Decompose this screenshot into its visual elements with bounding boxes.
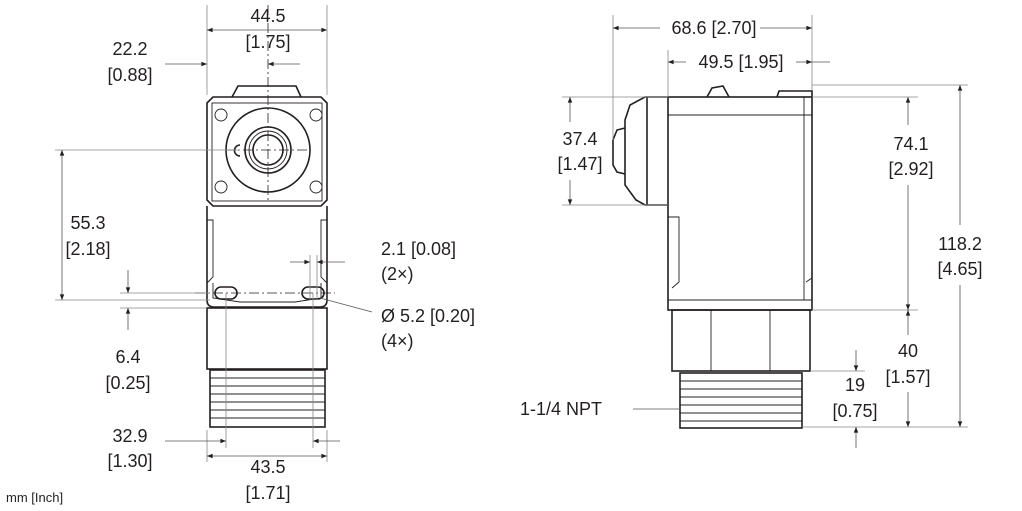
lens [612, 96, 668, 206]
units-note: mm [Inch] [6, 490, 63, 505]
front-dimensions: 44.5 [1.75] 22.2 [0.88] 55.3 [2.18] 6.4 … [55, 5, 475, 503]
dim-connector-height-inch: [2.18] [65, 239, 110, 259]
dim-height-total-inch: [4.65] [937, 259, 982, 279]
dim-hole-qty: (4×) [381, 331, 414, 351]
dim-base-width-inch: [1.71] [245, 483, 290, 503]
dim-hole-spacing-inch: [1.30] [107, 451, 152, 471]
thread [209, 369, 326, 428]
dim-hole-height-mm: 6.4 [115, 347, 140, 367]
dim-height-total-mm: 118.2 [938, 234, 982, 254]
dim-hole-spacing-mm: 32.9 [112, 426, 147, 446]
dim-body-height-inch: [2.92] [888, 159, 933, 179]
side-thread [679, 372, 803, 429]
screw-icons [214, 108, 323, 194]
side-dimensions: 68.6 [2.70] 49.5 [1.95] 37.4 [1.47] 74.1… [520, 15, 983, 448]
dim-hole-height-inch: [0.25] [105, 373, 150, 393]
dim-connector-height-mm: 55.3 [70, 213, 105, 233]
dim-thread-length-inch: [0.75] [832, 401, 877, 421]
dim-depth-total: 68.6 [2.70] [671, 18, 756, 38]
dim-hole-diameter: Ø 5.2 [0.20] [381, 306, 475, 326]
dim-width-mm: 44.5 [250, 6, 285, 26]
dim-fitting-height-inch: [1.57] [885, 367, 930, 387]
dim-base-width-mm: 43.5 [250, 457, 285, 477]
dim-width-inch: [1.75] [245, 32, 290, 52]
dim-slot-qty: (2×) [381, 264, 414, 284]
side-view [612, 85, 813, 429]
dim-lens-height-mm: 37.4 [562, 129, 597, 149]
dim-slot-width: 2.1 [0.08] [381, 239, 456, 259]
dim-fitting-height-mm: 40 [898, 341, 918, 361]
dim-connector-offset-inch: [0.88] [107, 65, 152, 85]
thread-spec-label: 1-1/4 NPT [520, 399, 602, 419]
dim-body-height-mm: 74.1 [893, 134, 928, 154]
front-view [195, 5, 335, 428]
dim-body-depth: 49.5 [1.95] [698, 52, 783, 72]
dim-connector-offset-mm: 22.2 [112, 39, 147, 59]
dim-lens-height-inch: [1.47] [557, 154, 602, 174]
dim-thread-length-mm: 19 [845, 375, 865, 395]
